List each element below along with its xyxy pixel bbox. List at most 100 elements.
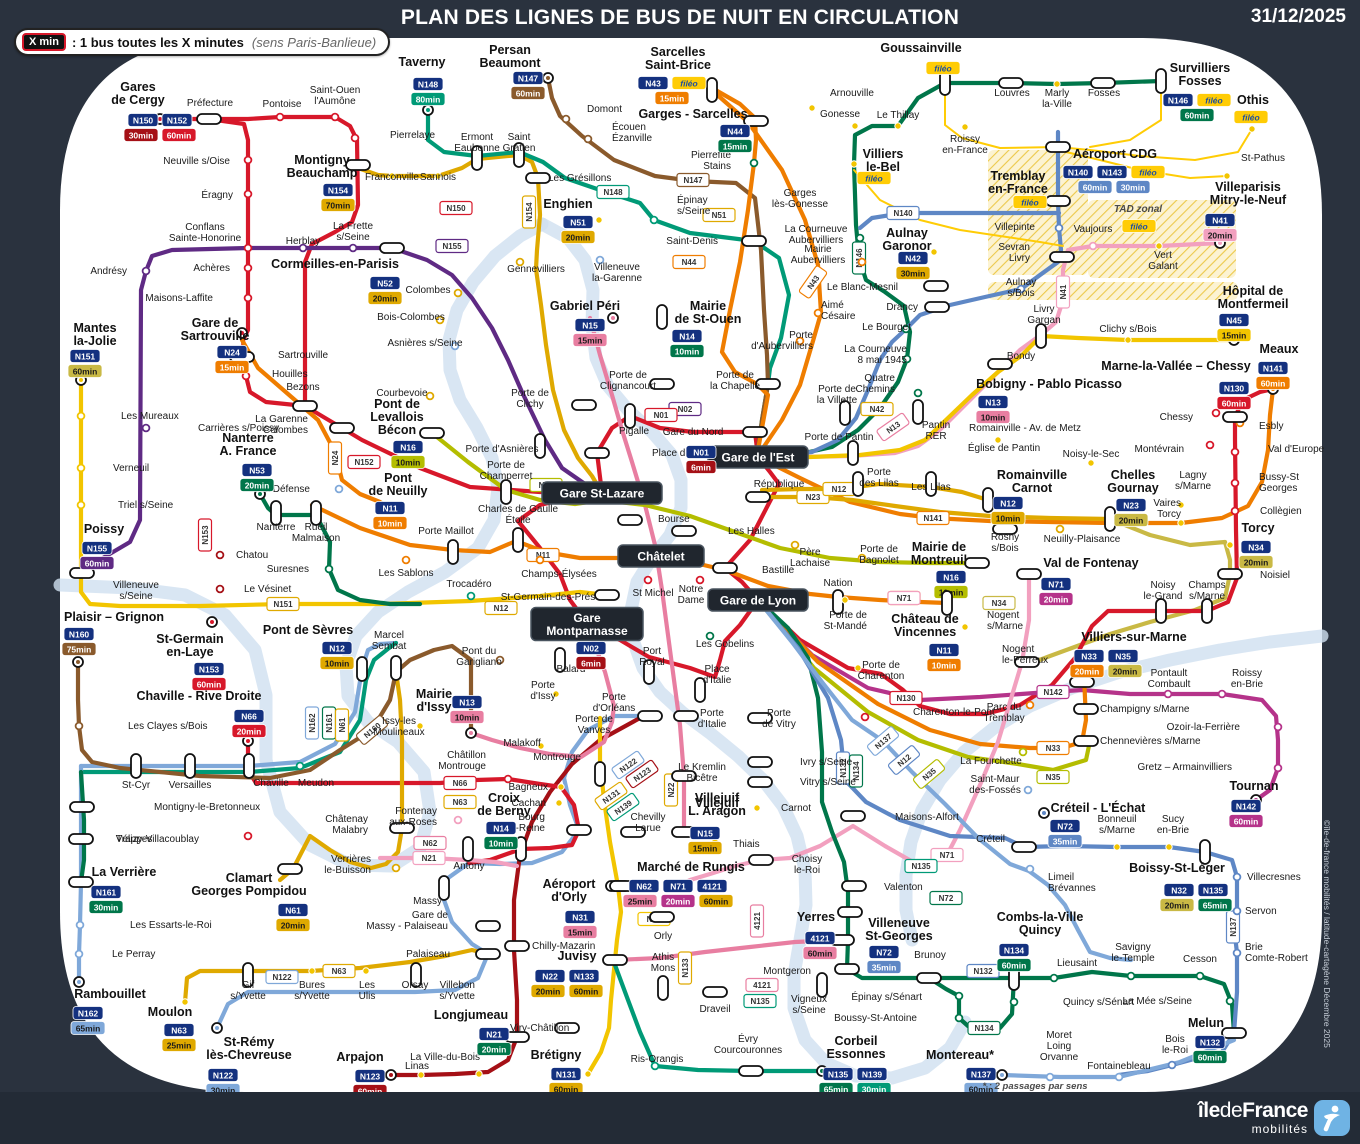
svg-text:Orsay: Orsay bbox=[402, 980, 429, 991]
svg-text:Noisiel: Noisiel bbox=[1260, 570, 1290, 581]
svg-text:Fosses: Fosses bbox=[1088, 88, 1120, 99]
svg-text:Franconville: Franconville bbox=[365, 172, 419, 183]
svg-text:Malakoff: Malakoff bbox=[503, 738, 541, 749]
svg-text:N72: N72 bbox=[876, 947, 892, 957]
svg-text:20min: 20min bbox=[1113, 666, 1138, 676]
svg-text:St-Germain-des-Prés: St-Germain-des-Prés bbox=[501, 592, 595, 603]
svg-text:Asnières s/Seine: Asnières s/Seine bbox=[387, 338, 462, 349]
svg-text:Montgeron: Montgeron bbox=[763, 966, 811, 977]
svg-text:N153: N153 bbox=[201, 525, 210, 545]
svg-text:Créteil - L'Échat: Créteil - L'Échat bbox=[1051, 800, 1146, 815]
svg-text:20min: 20min bbox=[536, 986, 561, 996]
svg-text:Palaiseau: Palaiseau bbox=[406, 949, 450, 960]
svg-text:25min: 25min bbox=[628, 896, 653, 906]
svg-text:N131: N131 bbox=[556, 1069, 577, 1079]
svg-text:60min: 60min bbox=[1222, 398, 1247, 408]
svg-text:Suresnes: Suresnes bbox=[267, 564, 309, 575]
svg-text:Le Vésinet: Le Vésinet bbox=[244, 584, 291, 595]
svg-text:15min: 15min bbox=[723, 141, 748, 151]
svg-text:60min: 60min bbox=[197, 679, 222, 689]
svg-text:Andrésy: Andrésy bbox=[90, 266, 127, 277]
svg-text:N15: N15 bbox=[697, 828, 713, 838]
svg-text:N44: N44 bbox=[727, 126, 743, 136]
svg-text:N137: N137 bbox=[971, 1069, 992, 1079]
svg-text:4121: 4121 bbox=[811, 933, 830, 943]
svg-text:Thiais: Thiais bbox=[733, 839, 760, 850]
svg-text:Villepinte: Villepinte bbox=[995, 222, 1036, 233]
svg-text:N23: N23 bbox=[806, 493, 821, 502]
svg-text:N142: N142 bbox=[1043, 688, 1063, 697]
svg-text:N24: N24 bbox=[224, 347, 240, 357]
svg-text:20min: 20min bbox=[1075, 666, 1100, 676]
svg-text:N34: N34 bbox=[992, 599, 1007, 608]
svg-text:Drancy: Drancy bbox=[886, 302, 918, 313]
svg-text:Les Mureaux: Les Mureaux bbox=[121, 411, 179, 422]
svg-text:N140: N140 bbox=[1068, 167, 1089, 177]
svg-text:N52: N52 bbox=[377, 278, 393, 288]
svg-text:Viry-Châtillon: Viry-Châtillon bbox=[510, 1023, 569, 1034]
svg-text:Massy: Massy bbox=[413, 896, 442, 907]
svg-text:La Ville-du-Bois: La Ville-du-Bois bbox=[410, 1052, 480, 1063]
svg-text:N02: N02 bbox=[678, 405, 693, 414]
svg-text:République: République bbox=[754, 479, 805, 490]
legend-text: : 1 bus toutes les X minutes bbox=[71, 34, 244, 50]
svg-text:La Mée s/Seine: La Mée s/Seine bbox=[1123, 996, 1193, 1007]
svg-text:La Défense: La Défense bbox=[259, 484, 311, 495]
svg-text:Goussainville: Goussainville bbox=[880, 41, 961, 55]
svg-text:N135: N135 bbox=[750, 997, 770, 1006]
svg-text:20min: 20min bbox=[666, 896, 691, 906]
svg-text:65min: 65min bbox=[824, 1084, 849, 1094]
svg-text:10min: 10min bbox=[981, 412, 1006, 422]
svg-text:La Fourchette: La Fourchette bbox=[960, 756, 1022, 767]
svg-text:20min: 20min bbox=[566, 232, 591, 242]
svg-text:N34: N34 bbox=[1248, 542, 1264, 552]
svg-text:N148: N148 bbox=[603, 188, 623, 197]
svg-text:Pierrelaye: Pierrelaye bbox=[390, 130, 435, 141]
svg-text:Épinay s/Sénart: Épinay s/Sénart bbox=[851, 990, 922, 1003]
svg-text:Villiers-sur-Marne: Villiers-sur-Marne bbox=[1081, 630, 1186, 644]
svg-text:Bobigny - Pablo Picasso: Bobigny - Pablo Picasso bbox=[976, 377, 1122, 391]
svg-text:Linas: Linas bbox=[405, 1061, 429, 1072]
svg-text:4121: 4121 bbox=[753, 912, 762, 930]
svg-text:filéo: filéo bbox=[1242, 112, 1259, 122]
svg-text:60min: 60min bbox=[167, 130, 192, 140]
svg-text:Vaujours: Vaujours bbox=[1074, 224, 1113, 235]
svg-text:Balard: Balard bbox=[557, 664, 586, 675]
svg-text:N53: N53 bbox=[249, 465, 265, 475]
svg-text:Draveil: Draveil bbox=[699, 1004, 730, 1015]
svg-text:N155: N155 bbox=[442, 242, 462, 251]
svg-text:TAD zonal: TAD zonal bbox=[1114, 204, 1162, 215]
svg-text:N21: N21 bbox=[422, 854, 437, 863]
svg-text:Cachan: Cachan bbox=[512, 798, 546, 809]
svg-text:15min: 15min bbox=[220, 362, 245, 372]
svg-text:Chennevières s/Marne: Chennevières s/Marne bbox=[1100, 736, 1201, 747]
svg-text:N148: N148 bbox=[418, 79, 439, 89]
svg-text:60min: 60min bbox=[1083, 182, 1108, 192]
svg-text:Gennevilliers: Gennevilliers bbox=[507, 264, 565, 275]
svg-text:Villejuif: Villejuif bbox=[695, 796, 740, 810]
svg-text:15min: 15min bbox=[660, 93, 685, 103]
svg-text:Noisy-le-Sec: Noisy-le-Sec bbox=[1063, 449, 1120, 460]
svg-text:N146: N146 bbox=[855, 248, 864, 268]
